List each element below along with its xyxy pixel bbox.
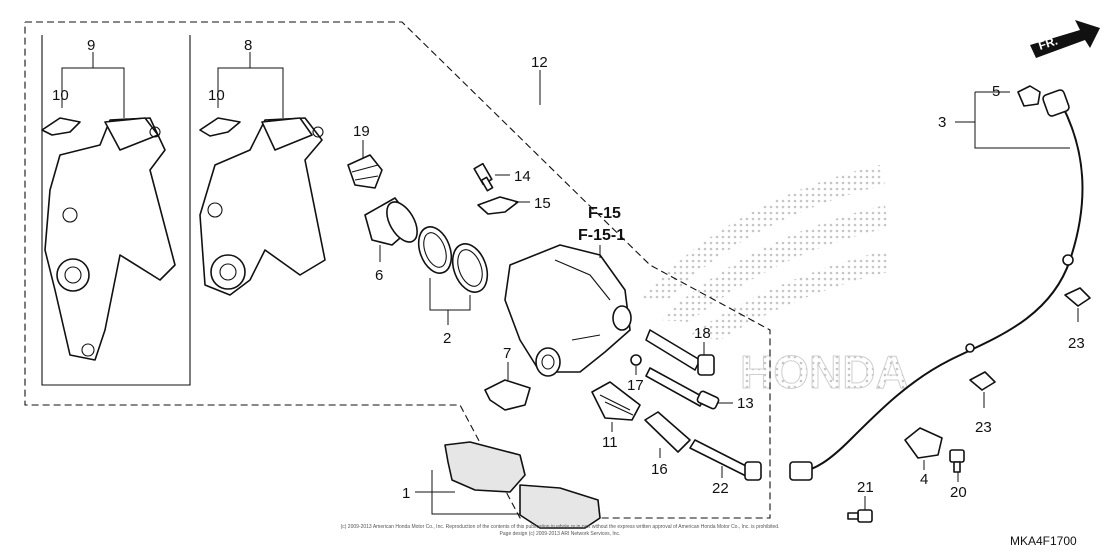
callout-16: 16 [651,461,668,478]
caliper-bracket-8 [199,117,326,296]
copyright-line-1: (c) 2009-2013 American Honda Motor Co., … [341,524,780,530]
caliper-bracket-9 [44,117,176,361]
bleeder-screw-14 [473,162,494,192]
callout-21: 21 [857,479,874,496]
honda-wing-watermark: HONDA [640,165,909,399]
pin-boot-11 [591,381,641,421]
assembly-12-dashed-outline [24,21,771,519]
brake-pad-set-1 [444,441,601,529]
callout-5: 5 [992,83,1000,100]
assembly-9-bracket-box [41,35,191,386]
caliper-piston-6 [364,197,418,246]
callout-14: 14 [514,168,531,185]
callout-1: 1 [402,485,410,502]
sensor-bracket-4 [904,427,943,459]
bleeder-cap-15 [477,196,519,215]
callout-12: 12 [531,54,548,71]
caliper-body-12 [504,244,632,377]
leader-lines [61,52,1079,515]
diagram-code: MKA4F1700 [1010,534,1077,548]
cable-clamp-23a [1064,287,1091,307]
bolt-21 [847,509,873,523]
caliper-pin-13 [645,367,720,410]
pad-spring-clip-10a [41,117,81,136]
callout-3: 3 [938,114,946,131]
pin-bolt-18 [645,329,715,376]
callout-9: 9 [87,37,95,54]
callout-8: 8 [244,37,252,54]
callout-13: 13 [737,395,754,412]
cable-clamp-23b [969,371,996,391]
callout-7: 7 [503,345,511,362]
bolt-22 [689,439,762,481]
callout-10b: 10 [208,87,225,104]
callout-17: 17 [627,377,644,394]
callout-numbers: 9 10 8 10 12 19 6 2 14 15 F-15 F-15-1 18… [52,37,1085,502]
pad-spring-7 [484,379,531,411]
callout-23a: 23 [1068,335,1085,352]
grommet-5 [1017,85,1041,107]
bolt-20 [949,449,965,473]
callout-2: 2 [443,330,451,347]
callout-18: 18 [694,325,711,342]
front-direction-label: FR. [1037,34,1060,53]
ref-f15: F-15 [588,205,621,222]
copyright-line-2: Page design (c) 2009-2013 ARI Network Se… [500,531,621,537]
washer-17 [630,354,642,366]
callout-11: 11 [602,434,618,451]
speed-sensor-3 [789,89,1084,481]
pin-boot-19 [347,154,383,189]
callout-10a: 10 [52,87,69,104]
callout-6: 6 [375,267,383,284]
callout-15: 15 [534,195,551,212]
piston-seals-2 [417,226,489,293]
ref-f15-1: F-15-1 [578,227,625,244]
callout-19: 19 [353,123,370,140]
callout-22: 22 [712,480,729,497]
front-direction-arrow: FR. [1030,20,1100,58]
callout-23b: 23 [975,419,992,436]
callout-20: 20 [950,484,967,501]
callout-4: 4 [920,471,928,488]
honda-wordmark: HONDA [740,346,909,398]
pad-spring-clip-10b [199,117,241,137]
pin-sleeve-16 [644,411,691,453]
